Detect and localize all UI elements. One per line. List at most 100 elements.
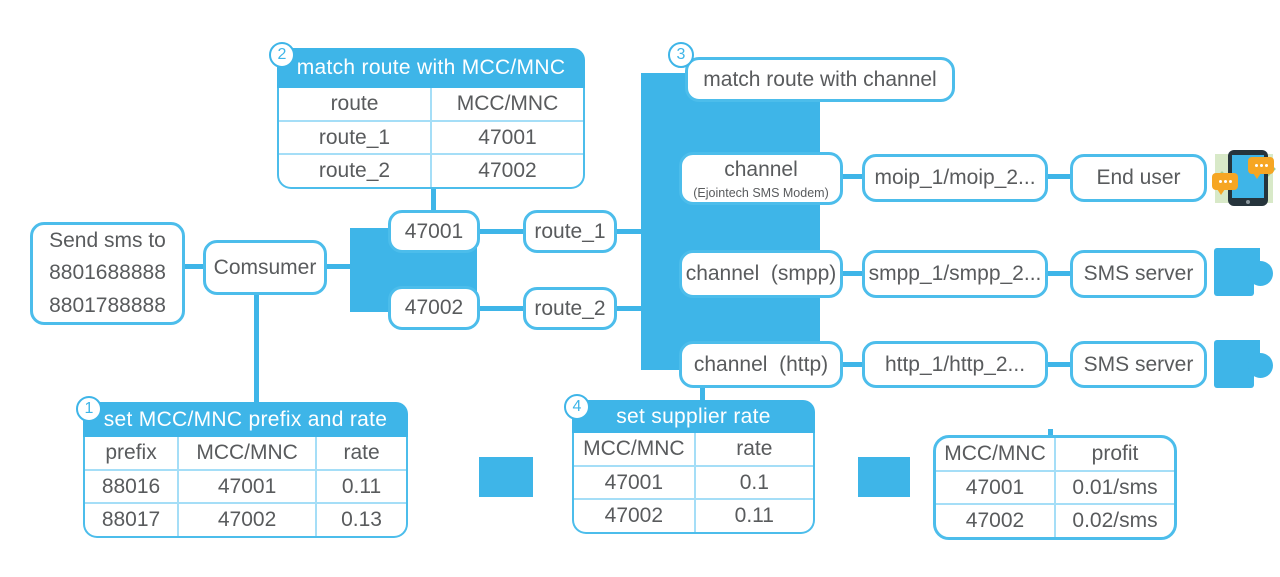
channel-smpp-node: channel (smpp) (679, 250, 843, 298)
match-route-channel-label: match route with channel (703, 67, 937, 91)
connector-47002-route2 (478, 306, 525, 311)
connector-table2-47001 (431, 185, 436, 212)
connector-route2-band (615, 306, 643, 311)
connector-http-channel-list (841, 362, 864, 367)
connector-route1-band (615, 229, 643, 234)
mcc-47001-node: 47001 (388, 210, 480, 253)
end-user-label: End user (1096, 166, 1181, 190)
http-node: http_1/http_2... (862, 341, 1048, 388)
server-body (1214, 340, 1254, 388)
table-cell: 47002 (574, 498, 696, 532)
step-badge-3-number: 3 (676, 46, 686, 63)
send-sms-line3: 8801788888 (49, 293, 166, 317)
chat-bubble-icon (1248, 157, 1274, 179)
table-cell: 88016 (85, 469, 180, 504)
route2-node: route_2 (523, 287, 617, 330)
table-cell: 47001 (574, 465, 696, 500)
send-sms-line2: 8801688888 (49, 261, 166, 285)
table-cell: 88017 (85, 502, 180, 536)
table-cell: rate (693, 433, 813, 467)
connector-smpp-channel-list (841, 271, 864, 276)
route1-node: route_1 (523, 210, 617, 253)
table-prefix-rate-title: set MCC/MNC prefix and rate (83, 402, 408, 437)
table-cell: 47002 (430, 153, 583, 187)
connector-47001-route1 (478, 229, 525, 234)
channel-group-band (641, 73, 820, 370)
moip-node: moip_1/moip_2... (862, 154, 1048, 202)
server-knob (1248, 261, 1273, 286)
channel-modem-label: channel (724, 158, 798, 182)
channel-smpp-label: channel (smpp) (685, 262, 837, 286)
comsumer-node: Comsumer (203, 240, 327, 295)
mcc-47002-label: 47002 (404, 296, 464, 320)
step-badge-1: 1 (76, 396, 102, 422)
channel-http-label: channel (http) (693, 352, 829, 376)
table-cell: 47002 (936, 503, 1056, 537)
table-cell: route_2 (279, 153, 432, 187)
table-route-mcc-title: match route with MCC/MNC (277, 48, 585, 88)
table-cell: 0.02/sms (1054, 503, 1174, 537)
comsumer-label: Comsumer (213, 255, 317, 279)
table-cell: 0.1 (693, 465, 813, 500)
table-cell: 47001 (177, 469, 318, 504)
match-route-channel-node: match route with channel (685, 57, 955, 102)
http-label: http_1/http_2... (884, 352, 1026, 376)
phone-home-button (1246, 200, 1250, 204)
connector-modem-moip (841, 174, 864, 179)
sms-server-icon (1214, 340, 1276, 388)
table-cell: profit (1054, 438, 1174, 472)
step-badge-4: 4 (564, 394, 590, 420)
send-sms-line1: Send sms to (49, 228, 166, 252)
channel-modem-node: channel (Ejointech SMS Modem) (679, 152, 843, 205)
smpp-node: smpp_1/smpp_2... (862, 250, 1048, 298)
step-badge-2-number: 2 (277, 46, 287, 63)
table-cell: 0.11 (315, 469, 406, 504)
table-cell: MCC/MNC (936, 438, 1056, 472)
mcc-47002-node: 47002 (388, 286, 480, 330)
server-top (1250, 248, 1260, 268)
connector-smpp-server (1046, 271, 1072, 276)
connector-channelhttp-table4 (700, 386, 705, 402)
table-cell: 47001 (430, 120, 583, 155)
mcc-47001-label: 47001 (404, 219, 464, 243)
table-cell: rate (315, 437, 406, 471)
server-top (1250, 340, 1260, 360)
sms-server-smpp-label: SMS server (1083, 262, 1194, 286)
table-cell: MCC/MNC (574, 433, 696, 467)
table-cell: 47002 (177, 502, 318, 536)
step-square-2 (858, 457, 910, 497)
table-cell: 0.01/sms (1054, 470, 1174, 505)
table-cell: 47001 (936, 470, 1056, 505)
send-sms-node: Send sms to 8801688888 8801788888 (30, 222, 185, 325)
channel-modem-sublabel: (Ejointech SMS Modem) (693, 185, 829, 200)
chat-bubble-icon (1212, 173, 1238, 195)
table-cell: MCC/MNC (177, 437, 318, 471)
moip-label: moip_1/moip_2... (874, 166, 1036, 190)
channel-http-node: channel (http) (679, 341, 843, 388)
table-cell: 0.13 (315, 502, 406, 536)
connector-sendsms-comsumer (183, 264, 205, 269)
sms-server-smpp-node: SMS server (1070, 250, 1207, 298)
connector-comsumer-table1 (254, 293, 259, 402)
connector-comsumer-block (325, 264, 352, 269)
end-user-node: End user (1070, 154, 1207, 202)
